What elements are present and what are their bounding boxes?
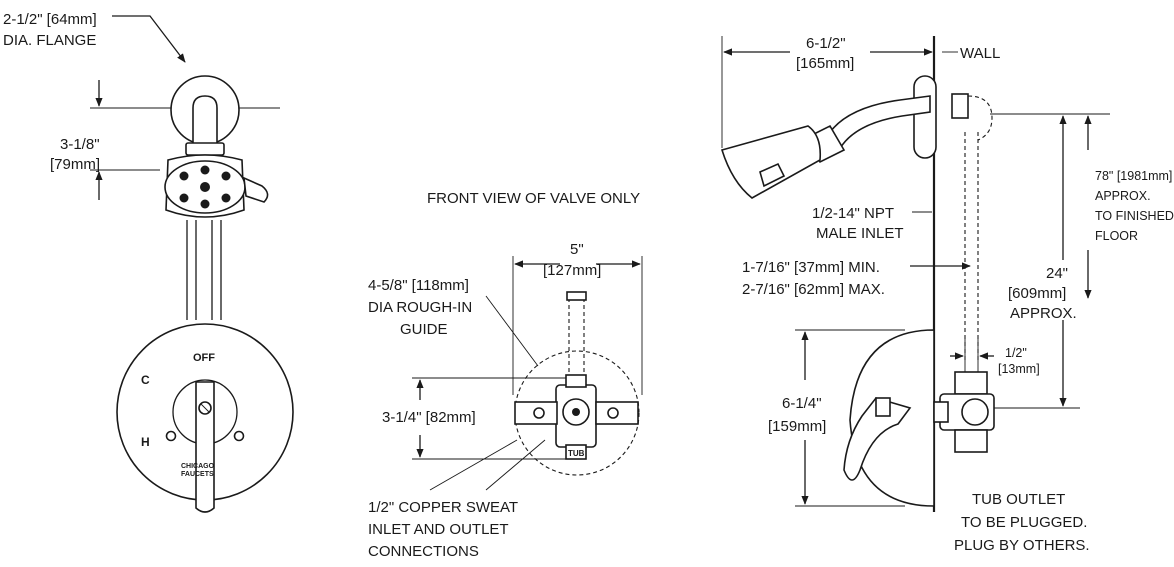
- valve-width-line2: [127mm]: [543, 262, 601, 279]
- valve-width-line1: 5": [570, 241, 584, 258]
- spray-nozzles: [179, 165, 231, 209]
- plate-screw-left: [165, 430, 177, 442]
- brand-mark-line2: FAUCETS: [181, 471, 214, 478]
- sweat-leader-right: [485, 439, 546, 491]
- handle-off-mark: OFF: [193, 352, 215, 364]
- riser-cap: [566, 291, 587, 301]
- valve-handle: [195, 381, 215, 513]
- side-valve-stem: [933, 401, 949, 423]
- side-shower-arm: [822, 95, 931, 154]
- check-stop-left: [533, 407, 545, 419]
- flange-leader: [112, 15, 186, 63]
- side-valve-bottom: [954, 429, 988, 453]
- shower-arm: [192, 95, 218, 149]
- valve-stem: [572, 408, 580, 416]
- h24-line1: 24": [1046, 265, 1068, 282]
- spray-lever: [243, 176, 269, 203]
- h78-line3: TO FINISHED: [1095, 209, 1174, 223]
- flange-label-line2: DIA. FLANGE: [3, 32, 96, 49]
- wall-label: WALL: [960, 45, 1000, 62]
- side-valve-top: [954, 371, 988, 395]
- riser-elbow-dashed: [967, 95, 993, 141]
- roughin-line3: GUIDE: [400, 321, 448, 338]
- handle-hot-mark: H: [141, 435, 150, 449]
- reach-line2: [165mm]: [796, 55, 854, 72]
- plate-line1: 6-1/4": [782, 395, 822, 412]
- side-shower-head: [720, 125, 822, 199]
- half-line2: [13mm]: [998, 362, 1040, 376]
- npt-line2: MALE INLET: [816, 225, 904, 242]
- valve-top-outlet: [565, 374, 587, 388]
- side-valve-port: [961, 398, 989, 426]
- right-side-view: 6-1/2" [165mm] WALL 1/2-14" NPT MALE INL…: [720, 35, 1174, 554]
- tub-note-line2: TO BE PLUGGED.: [961, 514, 1087, 531]
- roughin-line2: DIA ROUGH-IN: [368, 299, 472, 316]
- brand-mark-line1: CHICAGO: [181, 463, 215, 470]
- h78-line2: APPROX.: [1095, 189, 1151, 203]
- sweat-line1: 1/2" COPPER SWEAT: [368, 499, 518, 516]
- check-stop-right: [607, 407, 619, 419]
- roughin-leader: [485, 295, 539, 367]
- roughin-line1: 4-5/8" [118mm]: [368, 277, 469, 294]
- half-line1: 1/2": [1005, 346, 1027, 360]
- sweat-line2: INLET AND OUTLET: [368, 521, 509, 538]
- tub-note-line1: TUB OUTLET: [972, 491, 1065, 508]
- reach-line1: 6-1/2": [806, 35, 846, 52]
- tub-note-line3: PLUG BY OTHERS.: [954, 537, 1090, 554]
- depth-line2: 2-7/16" [62mm] MAX.: [742, 281, 885, 298]
- npt-line1: 1/2-14" NPT: [812, 205, 894, 222]
- left-front-view: 2-1/2" [64mm] DIA. FLANGE 3-1/8" [79mm]: [3, 11, 294, 513]
- handle-cold-mark: C: [141, 373, 150, 387]
- tub-outlet-mark: TUB: [568, 449, 585, 458]
- head-height-line1: 3-1/8": [60, 136, 100, 153]
- h24-line3: APPROX.: [1010, 305, 1077, 322]
- valve-view-title: FRONT VIEW OF VALVE ONLY: [427, 190, 640, 207]
- h24-line2: [609mm]: [1008, 285, 1066, 302]
- roughin-guide-circle: [514, 350, 640, 476]
- plate-line2: [159mm]: [768, 418, 826, 435]
- sweat-leader-left: [429, 439, 518, 491]
- plate-screw-right: [233, 430, 245, 442]
- middle-valve-view: FRONT VIEW OF VALVE ONLY 5" [127mm] 4-5/…: [368, 190, 643, 560]
- depth-line1: 1-7/16" [37mm] MIN.: [742, 259, 880, 276]
- sweat-line3: CONNECTIONS: [368, 543, 479, 560]
- side-flange: [913, 75, 937, 159]
- side-valve-handle: [843, 397, 912, 481]
- head-height-line2: [79mm]: [50, 156, 100, 173]
- valve-tub-outlet: [565, 444, 587, 460]
- h78-line4: FLOOR: [1095, 229, 1138, 243]
- flange-label-line1: 2-1/2" [64mm]: [3, 11, 97, 28]
- npt-inlet: [951, 93, 969, 119]
- h78-line1: 78" [1981mm]: [1095, 169, 1172, 183]
- side-spray-lever: [759, 162, 786, 188]
- side-handle-hub: [875, 397, 891, 417]
- valve-height-label: 3-1/4" [82mm]: [382, 409, 476, 426]
- arm-nut: [185, 142, 225, 156]
